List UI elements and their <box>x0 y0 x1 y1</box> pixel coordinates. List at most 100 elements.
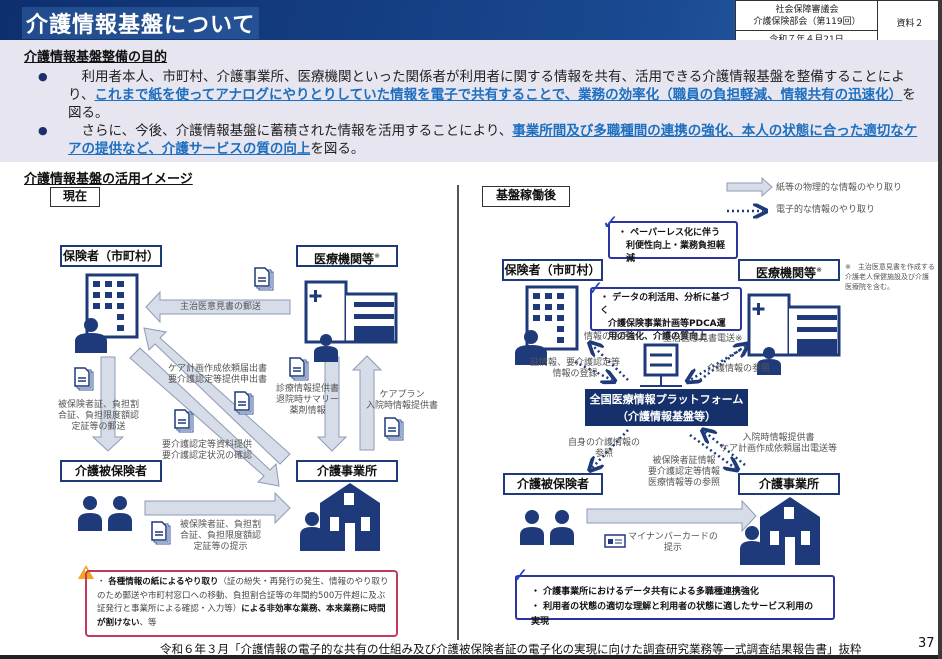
medical-note: ※ 主治医意見書を作成する 介護老人保健施設及び介護 医療院を含む。 <box>845 263 935 291</box>
bullet-text: 利用者本人、市町村、介護事業所、医療機関といった関係者が利用者に関する情報を共有… <box>68 69 905 103</box>
label-office-to-insurer: ケア計画作成依頼届出書 要介護認定等提供申出書 <box>168 364 268 385</box>
government-building-icon <box>73 273 139 355</box>
note-mark: ※ <box>816 266 822 274</box>
node-label: 医療機関等 <box>314 252 375 266</box>
node-insurer-after: 保険者（市町村） <box>502 259 603 281</box>
check-icon: ✓ <box>512 563 529 587</box>
image-heading: 介護情報基盤の活用イメージ <box>24 172 193 187</box>
org-line1: 社会保障審議会 <box>775 5 839 15</box>
platform-box: 全国医療情報プラットフォーム （介護情報基盤等） <box>585 389 748 426</box>
server-icon <box>640 343 682 387</box>
warning-text: （証の紛失・再発行の発生、情報のやり取りのため郵送や市町村窓口への移動、負担割合… <box>97 577 389 614</box>
purpose-heading: 介護情報基盤整備の目的 <box>24 50 168 65</box>
hospital-icon <box>747 293 841 377</box>
label-office-send: 入院時情報提供書 ケア計画作成依頼届出電送等 <box>720 433 838 454</box>
people-icon <box>78 496 132 531</box>
arrow-insured-to-office <box>144 491 291 525</box>
benefit-box-data-use: ・ データの利活用、分析に基づく介護保険事業計画等PDCA運用の強化、介護の質向… <box>590 287 742 342</box>
org-line2: 介護保険部会（第119回） <box>753 17 861 27</box>
label-mynumber: マイナンバーカードの 提示 <box>628 532 718 553</box>
label-med-to-insurer: 主治医意見書の郵送 <box>180 302 262 312</box>
arrow-med-to-office <box>316 356 348 452</box>
label-insured-to-office: 被保険者証、負担割 合証、負担限度額認 定証等の提示 <box>180 520 262 552</box>
benefit-line: 介護保険事業計画等PDCA運 <box>608 319 726 329</box>
legend-digital: 電子的な情報のやり取り <box>776 205 876 215</box>
mynumber-card-icon <box>604 534 626 548</box>
legend-paper-arrow <box>726 176 773 198</box>
purpose-bullet-1: ● 利用者本人、市町村、介護事業所、医療機関といった関係者が利用者に関する情報を… <box>38 68 928 122</box>
bullet-text: さらに、今後、介護情報基盤に蓄積された情報を活用することにより、 <box>68 123 513 139</box>
document-icon <box>234 391 254 415</box>
check-icon: ✓ <box>587 276 604 300</box>
arrow-office-to-insurer <box>143 327 291 465</box>
doc-number: 資料２ <box>896 19 924 29</box>
bullet-text: を図る。 <box>68 87 916 121</box>
document-icon <box>151 521 171 545</box>
scrollbar[interactable] <box>938 0 942 659</box>
benefit-box-paperless: ・ ペーパーレス化に伴う利便性向上・業務負担軽減 <box>608 221 738 264</box>
warning-text: 、等 <box>139 617 157 628</box>
check-icon: ✓ <box>602 210 619 234</box>
platform-subname: （介護情報基盤等） <box>617 410 716 423</box>
label-med-to-office: 診療情報提供書 退院時サマリー 薬剤情報 <box>276 384 340 416</box>
after-label: 基盤稼働後 <box>482 186 570 207</box>
document-icon <box>254 267 274 291</box>
people-icon <box>520 510 574 545</box>
node-insured: 介護被保険者 <box>60 460 162 482</box>
label-register: 証情報、要介護認定等 情報の登録 <box>530 358 621 379</box>
bullet-icon: ● <box>38 70 48 83</box>
arrow-insurer-to-insured <box>91 356 125 452</box>
arrow-insurer-to-office <box>129 347 280 487</box>
arrow-mynumber <box>586 499 757 533</box>
note-mark: ※ <box>374 252 380 260</box>
intro-section <box>0 40 942 162</box>
node-medical-after: 医療機関等※ <box>738 259 840 281</box>
node-office-after: 介護事業所 <box>738 473 840 495</box>
label-office-refer: 被保険者証情報 要介護認定等情報 医療情報等の参照 <box>648 456 721 488</box>
purpose-bullet-2: ● さらに、今後、介護情報基盤に蓄積された情報を活用することにより、事業所間及び… <box>38 122 928 158</box>
node-label: 医療機関等 <box>756 266 817 280</box>
benefit-line: ・ データの利活用、分析に基づく <box>600 293 730 316</box>
benefit-line: 利便性向上・業務負担軽減 <box>626 241 726 264</box>
bullet-highlight: これまで紙を使ってアナログにやりとりしていた情報を電子で共有することで、業務の効… <box>94 87 903 103</box>
arrow-office-to-med <box>351 355 383 451</box>
document-icon <box>174 409 194 433</box>
warning-box: ・ 各種情報の紙によるやり取り（証の紛失・再発行の発生、情報のやり取りのため郵送… <box>85 570 398 637</box>
node-insurer: 保険者（市町村） <box>60 245 162 267</box>
warning-bold: 各種情報の紙によるやり取り <box>108 577 219 587</box>
bullet-highlight: 事業所間及び多職種間の連携の強化、本人の状態に合った適切なケアの提供など、介護サ… <box>68 123 918 157</box>
page-title: 介護情報基盤について <box>22 7 260 39</box>
label-insurer-to-insured: 被保険者証、負担割 合証、負担限度額認 定証等の郵送 <box>58 400 140 432</box>
label-use: 情報の活用 <box>584 332 630 342</box>
label-opinion: 主治医意見書電送※ <box>663 334 743 344</box>
government-building-icon <box>513 285 579 367</box>
benefit-line: ・ 利用者の状態の適切な理解と利用者の状態に適したサービス利用の実現 <box>531 602 814 627</box>
page-number: 37 <box>918 636 935 651</box>
legend-paper: 紙等の物理的な情報のやり取り <box>776 183 903 193</box>
current-label: 現在 <box>50 187 100 207</box>
hospital-icon <box>304 280 398 364</box>
document-icon <box>74 367 94 391</box>
node-medical: 医療機関等※ <box>296 245 398 267</box>
arrow-med-to-insurer <box>145 290 291 324</box>
bottom-bar <box>0 655 942 659</box>
document-icon <box>289 357 309 381</box>
label-insurer-to-office: 要介護認定等資料提供 要介護認定状況の確認 <box>162 440 253 461</box>
bullet-text: を図る。 <box>310 141 365 157</box>
benefit-box-collaboration: ・ 介護事業所におけるデータ共有による多職種連携強化・ 利用者の状態の適切な理解… <box>515 575 835 627</box>
label-refer: 介護情報の参照 <box>707 364 771 374</box>
bullet-icon: ● <box>38 124 48 137</box>
document-icon <box>384 417 404 441</box>
label-self: 自身の介護情報の 参照 <box>568 438 641 459</box>
node-office: 介護事業所 <box>296 460 398 482</box>
benefit-line: ・ ペーパーレス化に伴う <box>618 228 721 238</box>
platform-name: 全国医療情報プラットフォーム <box>589 393 744 406</box>
care-office-icon <box>300 483 380 551</box>
care-office-icon <box>740 497 820 565</box>
benefit-line: ・ 介護事業所におけるデータ共有による多職種連携強化 <box>531 587 759 597</box>
node-insured-after: 介護被保険者 <box>503 473 603 495</box>
benefit-line: 用の強化、介護の質向上 <box>608 332 708 342</box>
warning-bold: による非効率な業務、本来業務に時間が割けない <box>97 604 386 628</box>
source-footer: 令和６年３月「介護情報の電子的な共有の仕組み及び介護被保険者証の電子化の実現に向… <box>160 642 862 656</box>
